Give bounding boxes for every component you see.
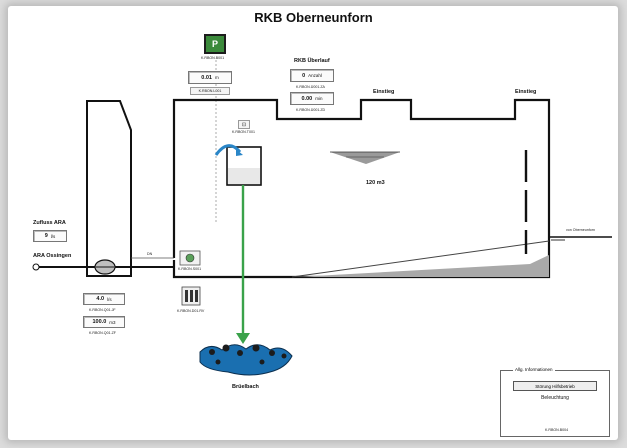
basin-slope-line — [291, 240, 550, 278]
info-caption: Allg. Informationen — [513, 367, 555, 372]
level-tag: K.RBON.L001 — [190, 87, 230, 95]
creek-stones — [209, 344, 287, 365]
creek-icon — [199, 344, 293, 376]
water-level-symbol — [330, 152, 400, 164]
p-button[interactable]: P — [204, 34, 226, 54]
level-number: 0.01 — [201, 74, 212, 81]
lighting-tag: K.RBON.B004 — [545, 428, 569, 432]
pump-badge[interactable]: ⊡ — [238, 120, 250, 129]
pipe-label: DN — [147, 252, 153, 256]
inlet-from-label: von Oberneunforn — [566, 228, 595, 232]
overflow-duration-tag: K.RBON.Ü001.ZD — [296, 108, 326, 112]
flow-unit: l/s — [107, 296, 112, 302]
inlet-chamber — [86, 100, 132, 277]
valve-tag: K.RBON.S001 — [178, 267, 202, 271]
overflow-arrow-icon — [214, 144, 242, 156]
total-tag: K.RBON.Q01.ZF — [89, 331, 116, 335]
overflow-count-number: 0 — [302, 72, 306, 79]
discharge-arrow-icon — [236, 333, 250, 344]
ara-label: ARA Ossingen — [33, 253, 72, 259]
creek-label: Brüelbach — [232, 384, 259, 390]
ara-pipe-end — [32, 263, 40, 271]
flow-number: 4.0 — [96, 296, 105, 302]
fault-button[interactable]: Störung Hilfsbetrieb — [513, 381, 597, 391]
inflow-unit: l/s — [50, 233, 56, 239]
overflow-duration-number: 0.00 — [301, 95, 313, 102]
overflow-duration-unit: min — [315, 96, 323, 101]
level-unit: m — [214, 75, 219, 80]
overflow-count-unit: Anzahl — [308, 73, 322, 78]
p-button-tag: K.RBON.B001 — [201, 56, 225, 60]
total-unit: m3 — [109, 319, 116, 325]
valve-icon[interactable] — [185, 253, 195, 263]
total-number: 100.0 — [92, 319, 107, 325]
overflow-title: RKB Überlauf — [294, 58, 330, 64]
basin-sediment — [296, 241, 549, 277]
lighting-label: Beleuchtung — [541, 395, 569, 401]
overflow-count-tag: K.RBON.Ü001.ZA — [296, 85, 325, 89]
inflow-title: Zufluss ARA — [33, 220, 66, 226]
info-panel: Allg. Informationen Störung Hilfsbetrieb… — [500, 367, 610, 437]
arrow-head-icon — [236, 149, 243, 156]
inflow-number: 9 — [44, 233, 48, 239]
pump-tag: K.RBON.T001 — [232, 130, 255, 134]
device-bar-3 — [195, 290, 198, 302]
page-title: RKB Oberneunforn — [254, 10, 373, 25]
device-bar-1 — [185, 290, 188, 302]
volume-label: 120 m3 — [366, 180, 385, 186]
pump-chamber-water — [228, 168, 260, 184]
basin-outline — [172, 98, 551, 279]
device-tag: K.RBON.D01.RV — [177, 309, 205, 313]
inlet-label-2: Einstieg — [515, 89, 537, 95]
flow-tag: K.RBON.Q01.JF — [89, 308, 116, 312]
inlet-label-1: Einstieg — [373, 89, 395, 95]
device-bar-2 — [190, 290, 193, 302]
